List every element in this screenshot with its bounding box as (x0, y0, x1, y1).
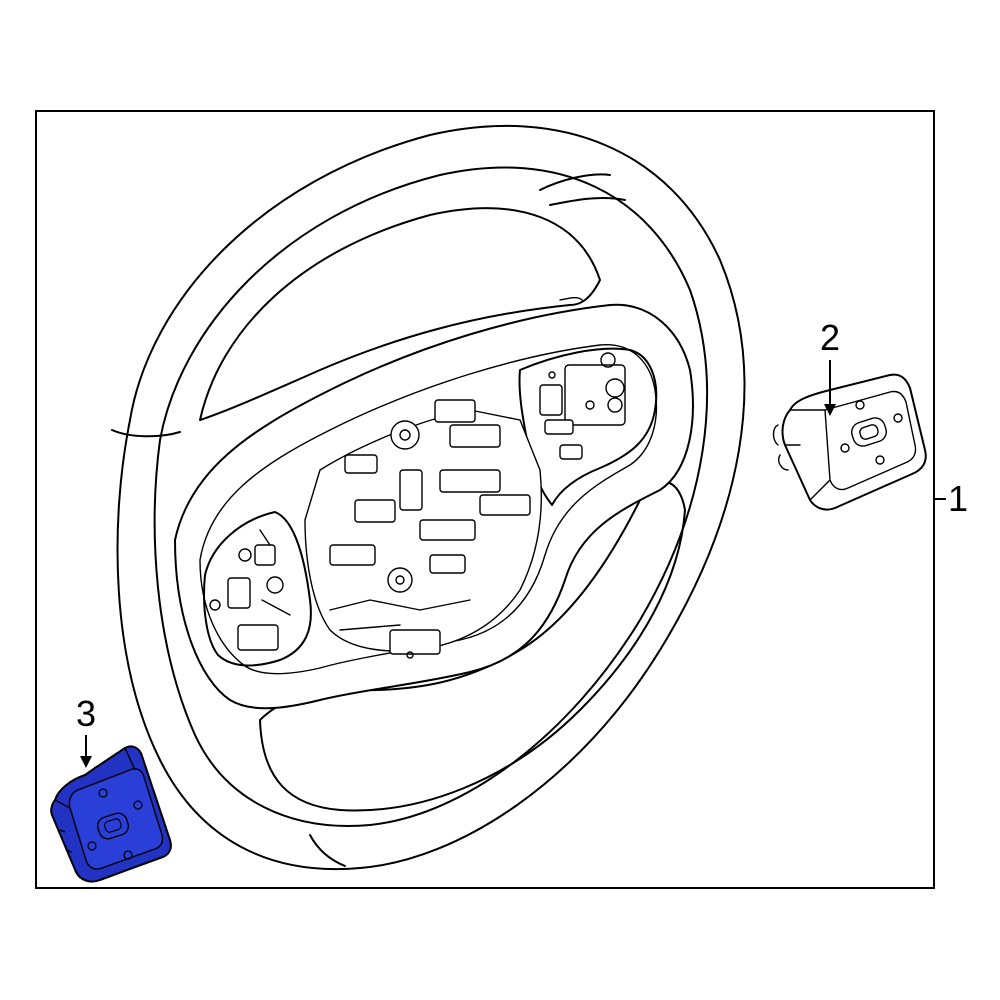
callout-2: 2 (820, 317, 840, 416)
rim-seam-top (539, 173, 626, 206)
callout-label-3: 3 (76, 693, 96, 734)
right-pocket-details (539, 352, 626, 460)
left-pocket-details (209, 529, 291, 651)
right-switch-face (824, 390, 917, 491)
callout-3: 3 (76, 693, 96, 768)
left-switch-pocket (203, 511, 312, 667)
left-steering-switch[interactable] (50, 745, 172, 883)
upper-pad-crease (559, 297, 583, 301)
right-switch-center-button (851, 417, 887, 447)
right-switch-side (772, 409, 831, 501)
steering-wheel[interactable] (111, 124, 746, 870)
callout-1: 1 (933, 478, 968, 519)
callout-label-2: 2 (820, 317, 840, 358)
lower-opening (259, 480, 686, 812)
right-steering-switch[interactable] (772, 373, 927, 511)
upper-pad (199, 207, 601, 421)
hub-mechanism (304, 399, 542, 659)
rim-seam-bottom (309, 834, 346, 867)
callout-label-1: 1 (948, 478, 968, 519)
spoke-housing-inner (199, 344, 658, 675)
left-switch-center-button (96, 812, 130, 840)
rim-seam-left (111, 429, 181, 438)
wheel-rim-inner (153, 166, 709, 827)
